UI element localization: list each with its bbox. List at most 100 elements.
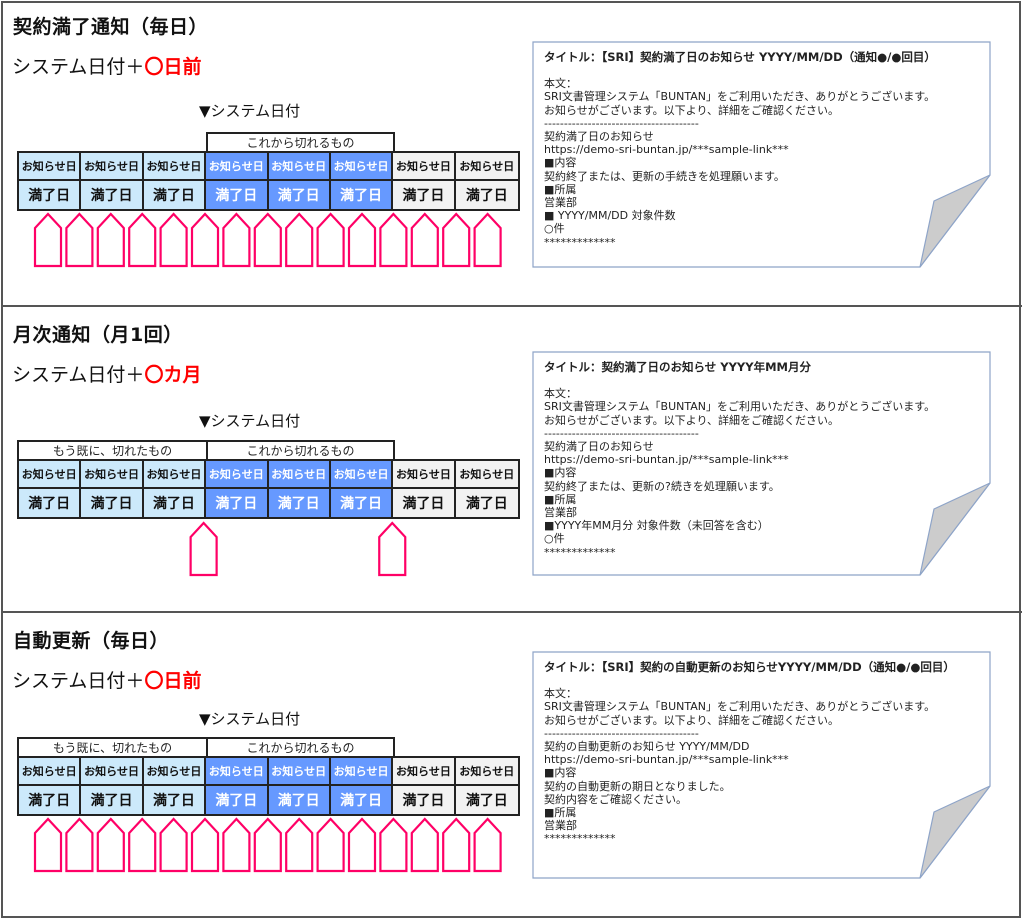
pink-pentagon-arrow-icon: [285, 212, 314, 268]
notice-date-cell: お知らせ日: [393, 461, 456, 489]
system-date-marker: ▼システム日付: [199, 412, 301, 430]
email-template: タイトル：契約満了日のお知らせ YYYY年MM月分 本文：SRI文書管理システム…: [532, 351, 992, 577]
formula-offset: 〇日前: [144, 670, 202, 692]
timing-formula: システム日付＋〇日前: [12, 666, 201, 693]
expiry-date-cell: 満了日: [455, 489, 518, 517]
email-body: 本文：SRI文書管理システム「BUNTAN」をご利用いただき、ありがとうございま…: [544, 77, 974, 249]
pink-pentagon-arrow-icon: [347, 212, 377, 268]
formula-offset: 〇日前: [144, 56, 202, 78]
email-body-line: 契約の自動更新のお知らせ YYYY/MM/DD: [544, 740, 750, 754]
timeline-grid: お知らせ日お知らせ日お知らせ日お知らせ日お知らせ日お知らせ日お知らせ日お知らせ日…: [17, 756, 520, 816]
email-body-line: 契約内容をご確認ください。: [544, 792, 687, 806]
email-body-line: 本文：: [544, 687, 577, 701]
pink-pentagon-arrow-icon: [159, 817, 188, 873]
pink-pentagon-arrow-icon: [96, 212, 125, 268]
email-body-line: SRI文書管理システム「BUNTAN」をご利用いただき、ありがとうございます。: [544, 90, 936, 104]
email-body-line: SRI文書管理システム「BUNTAN」をご利用いただき、ありがとうございます。: [544, 700, 936, 714]
expiry-date-cell: 満了日: [393, 181, 456, 209]
section-divider: [1, 611, 1022, 613]
email-content: タイトル：【SRI】契約満了日のお知らせ YYYY/MM/DD（通知●/●回目）…: [544, 50, 974, 249]
expiry-date-cell: 満了日: [143, 489, 207, 517]
pink-pentagon-arrow-icon: [189, 521, 218, 577]
pink-pentagon-arrow-icon: [253, 212, 282, 268]
group-label-expired: もう既に、切れたもの: [17, 440, 208, 460]
email-body-line: *************: [544, 235, 616, 249]
page-curl-icon: [919, 785, 991, 879]
group-label-expired: もう既に、切れたもの: [17, 737, 208, 757]
pink-pentagon-arrow-icon: [65, 212, 94, 268]
pink-pentagon-arrow-icon: [442, 817, 471, 873]
notice-date-cell: お知らせ日: [455, 153, 518, 181]
email-body-line: https://demo-sri-buntan.jp/***sample-lin…: [544, 753, 789, 767]
pink-pentagon-arrow-icon: [128, 817, 157, 873]
pink-pentagon-arrow-icon: [473, 817, 502, 873]
notice-date-cell: お知らせ日: [206, 153, 269, 181]
email-body-line: ■所属: [544, 492, 577, 506]
group-label-upcoming: これから切れるもの: [206, 132, 395, 152]
pink-pentagon-arrow-icon: [379, 817, 408, 873]
notice-date-cell: お知らせ日: [455, 758, 518, 786]
pink-pentagon-arrow-icon: [347, 817, 377, 873]
email-body-line: ○件: [544, 222, 565, 236]
pink-pentagon-arrow-icon: [190, 817, 220, 873]
notice-date-cell: お知らせ日: [19, 153, 82, 181]
email-body-line: 営業部: [544, 506, 577, 520]
notice-date-cell: お知らせ日: [19, 461, 82, 489]
email-page-outline: [532, 41, 991, 268]
notice-date-cell: お知らせ日: [206, 461, 269, 489]
email-body-line: ■内容: [544, 156, 577, 170]
email-body-line: ---------------------------------------: [544, 116, 699, 130]
email-body: 本文：SRI文書管理システム「BUNTAN」をご利用いただき、ありがとうございま…: [544, 387, 974, 559]
page-curl-icon: [919, 174, 991, 268]
pink-pentagon-arrow-icon: [316, 212, 345, 268]
pink-pentagon-arrow-icon: [222, 817, 251, 873]
pink-pentagon-arrow-icon: [378, 521, 407, 577]
timing-formula: システム日付＋〇日前: [12, 52, 201, 79]
group-label-upcoming: これから切れるもの: [206, 440, 395, 460]
expiry-date-cell: 満了日: [19, 489, 82, 517]
timeline-grid: お知らせ日お知らせ日お知らせ日お知らせ日お知らせ日お知らせ日お知らせ日お知らせ日…: [17, 151, 520, 211]
pink-pentagon-arrow-icon: [159, 212, 188, 268]
expiry-date-cell: 満了日: [268, 489, 331, 517]
pink-pentagon-arrow-icon: [316, 817, 345, 873]
pink-pentagon-arrow-icon: [442, 212, 471, 268]
expiry-date-cell: 満了日: [455, 786, 518, 814]
email-body-line: 本文：: [544, 387, 577, 401]
expiry-date-cell: 満了日: [143, 181, 207, 209]
notice-date-cell: お知らせ日: [268, 758, 331, 786]
timing-formula: システム日付＋〇カ月: [12, 360, 201, 387]
email-body-line: 営業部: [544, 819, 577, 833]
notice-date-cell: お知らせ日: [330, 461, 394, 489]
notice-date-cell: お知らせ日: [81, 758, 144, 786]
email-subject: タイトル：契約満了日のお知らせ YYYY年MM月分: [544, 360, 811, 374]
expiry-date-cell: 満了日: [393, 786, 456, 814]
pink-pentagon-arrow-icon: [33, 817, 63, 873]
pink-pentagon-arrow-icon: [96, 817, 125, 873]
pink-pentagon-arrow-icon: [473, 212, 502, 268]
system-date-marker: ▼システム日付: [199, 102, 301, 120]
pink-pentagon-arrow-icon: [253, 817, 282, 873]
section-title: 契約満了通知（毎日）: [13, 16, 209, 38]
email-body-line: ■ YYYY/MM/DD 対象件数: [544, 209, 676, 223]
expiry-date-cell: 満了日: [268, 786, 331, 814]
email-body-line: *************: [544, 832, 616, 846]
page-curl-icon: [919, 482, 991, 576]
email-body-line: ○件: [544, 532, 565, 546]
notice-date-cell: お知らせ日: [143, 758, 207, 786]
pink-pentagon-arrow-icon: [33, 212, 63, 268]
formula-prefix: システム日付＋: [12, 56, 145, 78]
expiry-date-cell: 満了日: [19, 181, 82, 209]
notice-date-cell: お知らせ日: [143, 153, 207, 181]
arrow-row: [33, 817, 502, 873]
section-title: 月次通知（月1回）: [13, 324, 183, 346]
notice-date-cell: お知らせ日: [330, 758, 394, 786]
notice-date-cell: お知らせ日: [455, 461, 518, 489]
pink-pentagon-arrow-icon: [190, 212, 220, 268]
notice-date-cell: お知らせ日: [206, 758, 269, 786]
notice-date-cell: お知らせ日: [81, 461, 144, 489]
formula-prefix: システム日付＋: [12, 364, 145, 386]
email-body-line: ■内容: [544, 466, 577, 480]
expiry-date-cell: 満了日: [206, 489, 269, 517]
notice-date-cell: お知らせ日: [330, 153, 394, 181]
